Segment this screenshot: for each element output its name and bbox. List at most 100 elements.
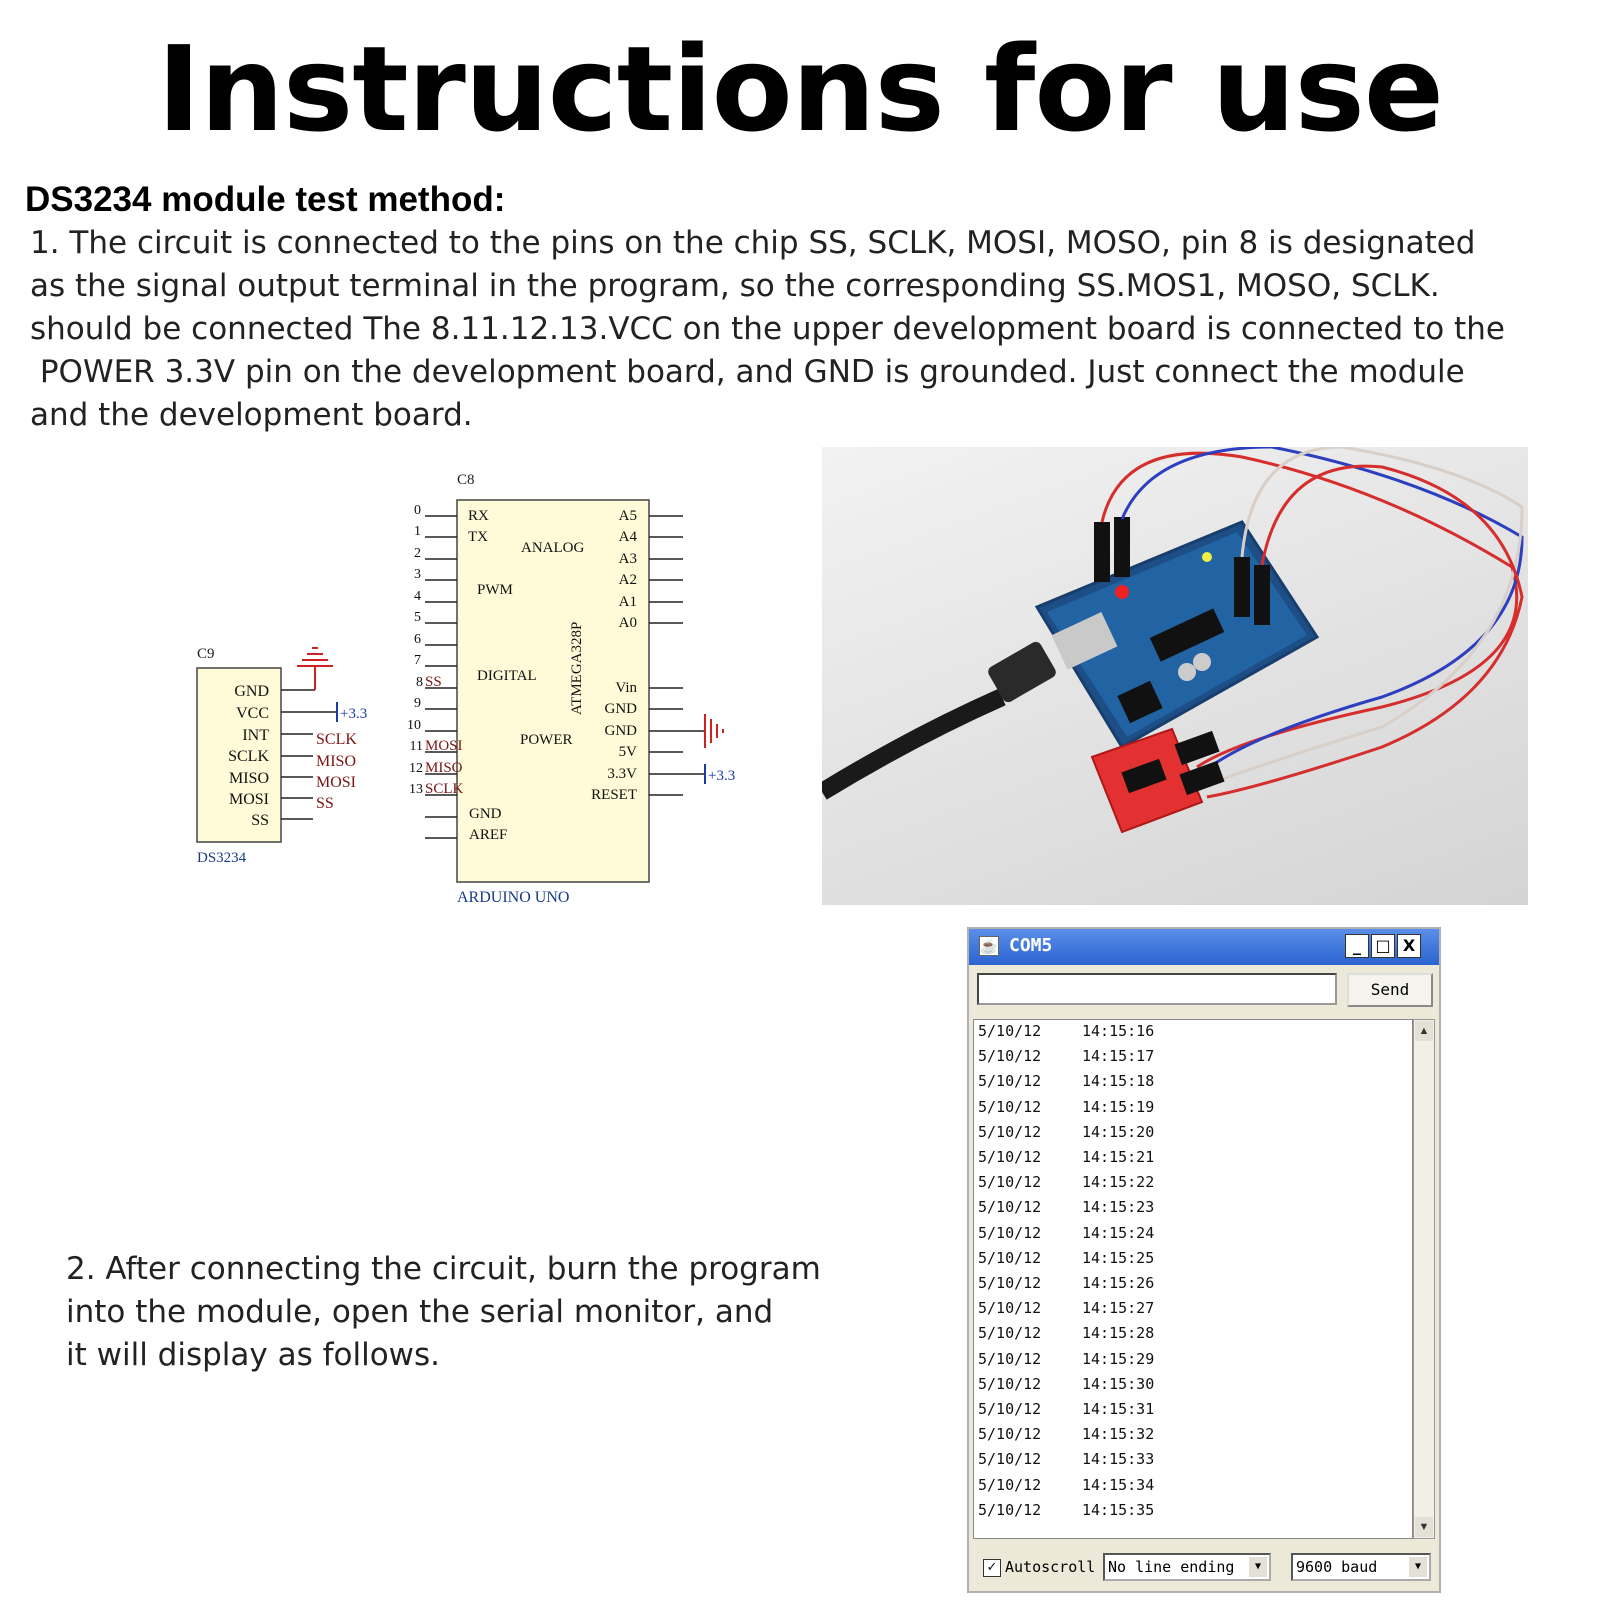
log-time: 14:15:19	[1082, 1097, 1155, 1116]
pin-number: 10	[407, 718, 421, 733]
maximize-button[interactable]: □	[1371, 934, 1395, 958]
log-time: 14:15:30	[1082, 1374, 1155, 1393]
log-time: 14:15:35	[1082, 1500, 1155, 1519]
log-date: 5/10/12	[978, 1072, 1042, 1091]
scroll-down-icon[interactable]: ▼	[1415, 1517, 1433, 1537]
arduino-inner-label: AREF	[469, 827, 507, 843]
log-row: 5/10/12 14:15:17	[978, 1047, 1154, 1065]
log-time: 14:15:22	[1082, 1173, 1155, 1192]
log-row: 5/10/12 14:15:30	[978, 1375, 1154, 1393]
vcc-label: +3.3	[340, 706, 367, 722]
scroll-up-icon[interactable]: ▲	[1415, 1021, 1433, 1041]
log-row: 5/10/12 14:15:28	[978, 1324, 1154, 1342]
log-date: 5/10/12	[978, 1299, 1042, 1318]
autoscroll-checkbox[interactable]: ✓	[983, 1559, 1001, 1577]
pin-number: 2	[414, 546, 421, 561]
pin-number: 13	[409, 782, 423, 797]
java-icon: ☕	[979, 936, 999, 956]
log-time: 14:15:27	[1082, 1299, 1155, 1318]
log-row: 5/10/12 14:15:22	[978, 1173, 1154, 1191]
c9-pin: SCLK	[228, 748, 269, 765]
log-date: 5/10/12	[978, 1324, 1042, 1343]
log-row: 5/10/12 14:15:24	[978, 1224, 1154, 1242]
log-date: 5/10/12	[978, 1400, 1042, 1418]
line-ending-select[interactable]: No line ending ▼	[1103, 1553, 1271, 1581]
log-time: 14:15:17	[1082, 1047, 1155, 1066]
c8-ref: C8	[457, 472, 475, 488]
step-1-line: as the signal output terminal in the pro…	[30, 268, 1440, 304]
send-input[interactable]	[977, 973, 1337, 1005]
step-2-text: 2. After connecting the circuit, burn th…	[66, 1248, 821, 1377]
power-label: +3.3	[708, 768, 735, 784]
ds3234-box	[196, 667, 282, 843]
log-time: 14:15:34	[1082, 1475, 1155, 1494]
section-heading: DS3234 module test method:	[25, 180, 506, 219]
arduino-right-pin: Vin	[615, 680, 637, 696]
pin-number: 0	[414, 503, 421, 518]
log-time: 14:15:24	[1082, 1223, 1155, 1242]
baud-select[interactable]: 9600 baud ▼	[1291, 1553, 1431, 1581]
log-time: 14:15:28	[1082, 1324, 1155, 1343]
arduino-board-photo	[822, 447, 1524, 834]
pin-number: 3	[414, 567, 421, 582]
pin-number: 11	[410, 739, 423, 754]
arduino-right-pin: 5V	[619, 744, 638, 760]
log-date: 5/10/12	[978, 1374, 1042, 1393]
arduino-inner-label: POWER	[520, 732, 573, 748]
step-1-line: should be connected The 8.11.12.13.VCC o…	[30, 311, 1505, 347]
arduino-net-label: MOSI	[425, 738, 463, 754]
title-bar[interactable]: ☕ COM5 _ □ X	[969, 929, 1439, 965]
arduino-inner-label: RX	[468, 508, 489, 524]
arduino-right-pin: RESET	[591, 787, 637, 803]
log-time: 14:15:16	[1082, 1022, 1155, 1040]
chip-label: ATMEGA328P	[569, 622, 585, 715]
page-title: Instructions for use	[157, 20, 1444, 158]
log-date: 5/10/12	[978, 1122, 1042, 1141]
autoscroll-label: Autoscroll	[1005, 1558, 1096, 1576]
wiring-schematic: C9 GND VCC INT SCLK MISO MOSI SS DS3234 …	[196, 472, 735, 906]
arduino-net-label: MISO	[425, 760, 463, 776]
step-1-line: and the development board.	[30, 397, 473, 433]
arduino-net-label: SS	[425, 674, 442, 690]
arduino-right-pin: A1	[619, 594, 637, 610]
log-date: 5/10/12	[978, 1450, 1042, 1469]
step-1-line: 1. The circuit is connected to the pins …	[30, 225, 1476, 261]
ground-symbol	[297, 647, 333, 690]
arduino-right-pin: A2	[619, 572, 637, 588]
arduino-box	[456, 499, 650, 883]
arduino-inner-label: DIGITAL	[477, 668, 537, 684]
send-button[interactable]: Send	[1347, 973, 1433, 1007]
log-date: 5/10/12	[978, 1173, 1042, 1192]
log-date: 5/10/12	[978, 1047, 1042, 1066]
scrollbar[interactable]: ▲ ▼	[1413, 1019, 1435, 1539]
minimize-button[interactable]: _	[1345, 934, 1369, 958]
arduino-right-pin: A4	[619, 529, 638, 545]
pin-number: 12	[409, 761, 423, 776]
arduino-inner-label: GND	[469, 806, 502, 822]
log-date: 5/10/12	[978, 1223, 1042, 1242]
window-title: COM5	[1009, 935, 1053, 956]
chevron-down-icon: ▼	[1249, 1557, 1267, 1577]
c9-pin: SS	[251, 812, 269, 829]
c9-pin: GND	[234, 683, 269, 700]
arduino-inner-label: PWM	[477, 582, 513, 598]
log-row: 5/10/12 14:15:27	[978, 1299, 1154, 1317]
close-button[interactable]: X	[1397, 934, 1421, 958]
arduino-right-pin: 3.3V	[607, 766, 637, 782]
arduino-right-pin: GND	[605, 723, 638, 739]
pin-number: 6	[414, 632, 421, 647]
c9-name: DS3234	[197, 850, 247, 866]
pin-number: 1	[414, 524, 421, 539]
